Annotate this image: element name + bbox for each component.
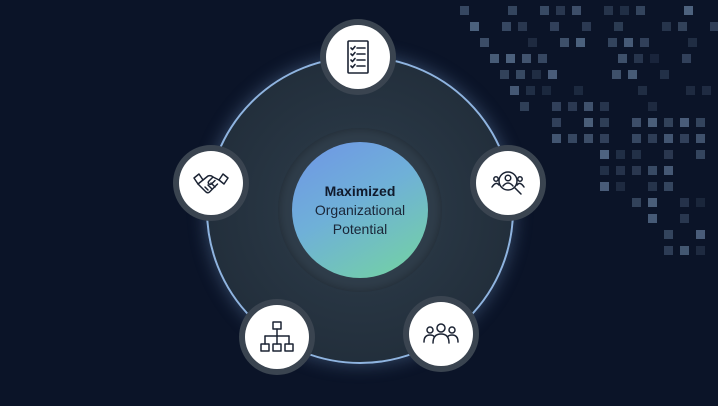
center-title: Maximized xyxy=(324,182,396,199)
node-org-chart[interactable] xyxy=(239,299,315,375)
node-handshake[interactable] xyxy=(173,145,249,221)
center-subtitle-line2: Potential xyxy=(332,220,388,237)
team-icon xyxy=(423,323,459,344)
node-checklist[interactable] xyxy=(320,19,396,95)
node-team[interactable] xyxy=(403,296,479,372)
node-user-search[interactable] xyxy=(470,145,546,221)
user-search-icon xyxy=(491,171,525,195)
checklist-icon xyxy=(347,40,369,74)
handshake-icon xyxy=(193,173,229,194)
center-subtitle-line1: Organizational xyxy=(314,201,406,218)
center-circle: Maximized Organizational Potential xyxy=(292,142,428,278)
org-chart-icon xyxy=(260,321,294,352)
